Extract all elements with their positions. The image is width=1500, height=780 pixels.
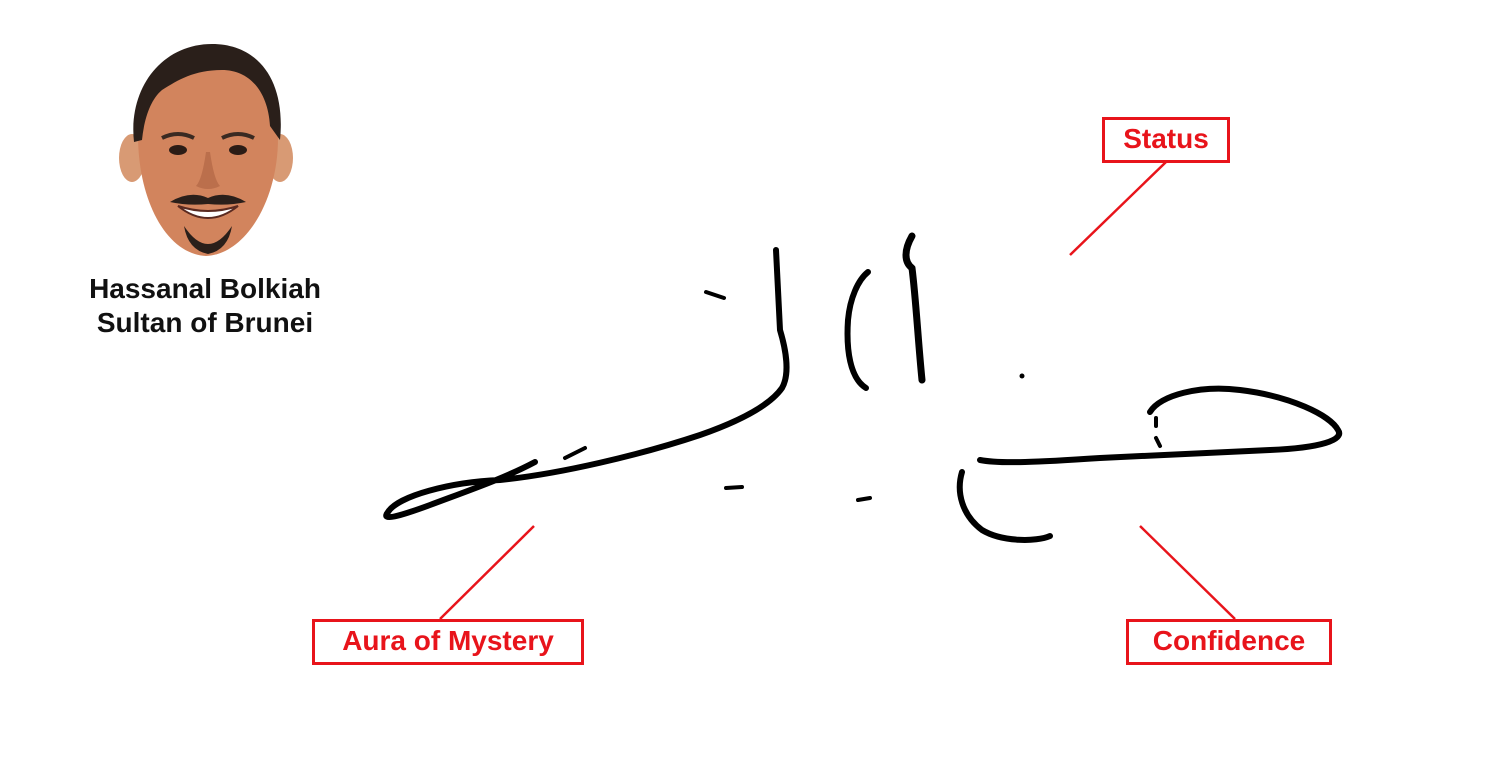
status-label: Status <box>1102 117 1230 163</box>
confidence-leader-line <box>1139 525 1236 620</box>
confidence-label: Confidence <box>1126 619 1332 665</box>
aura-of-mystery-label: Aura of Mystery <box>312 619 584 665</box>
signature-drawing <box>383 232 1343 543</box>
aura-leader-line <box>439 525 535 620</box>
status-leader-line <box>1069 161 1167 256</box>
person-photo <box>119 44 293 256</box>
person-title: Sultan of Brunei <box>96 307 314 338</box>
person-name: Hassanal Bolkiah <box>89 273 321 304</box>
person-caption: Hassanal Bolkiah Sultan of Brunei <box>30 272 380 340</box>
